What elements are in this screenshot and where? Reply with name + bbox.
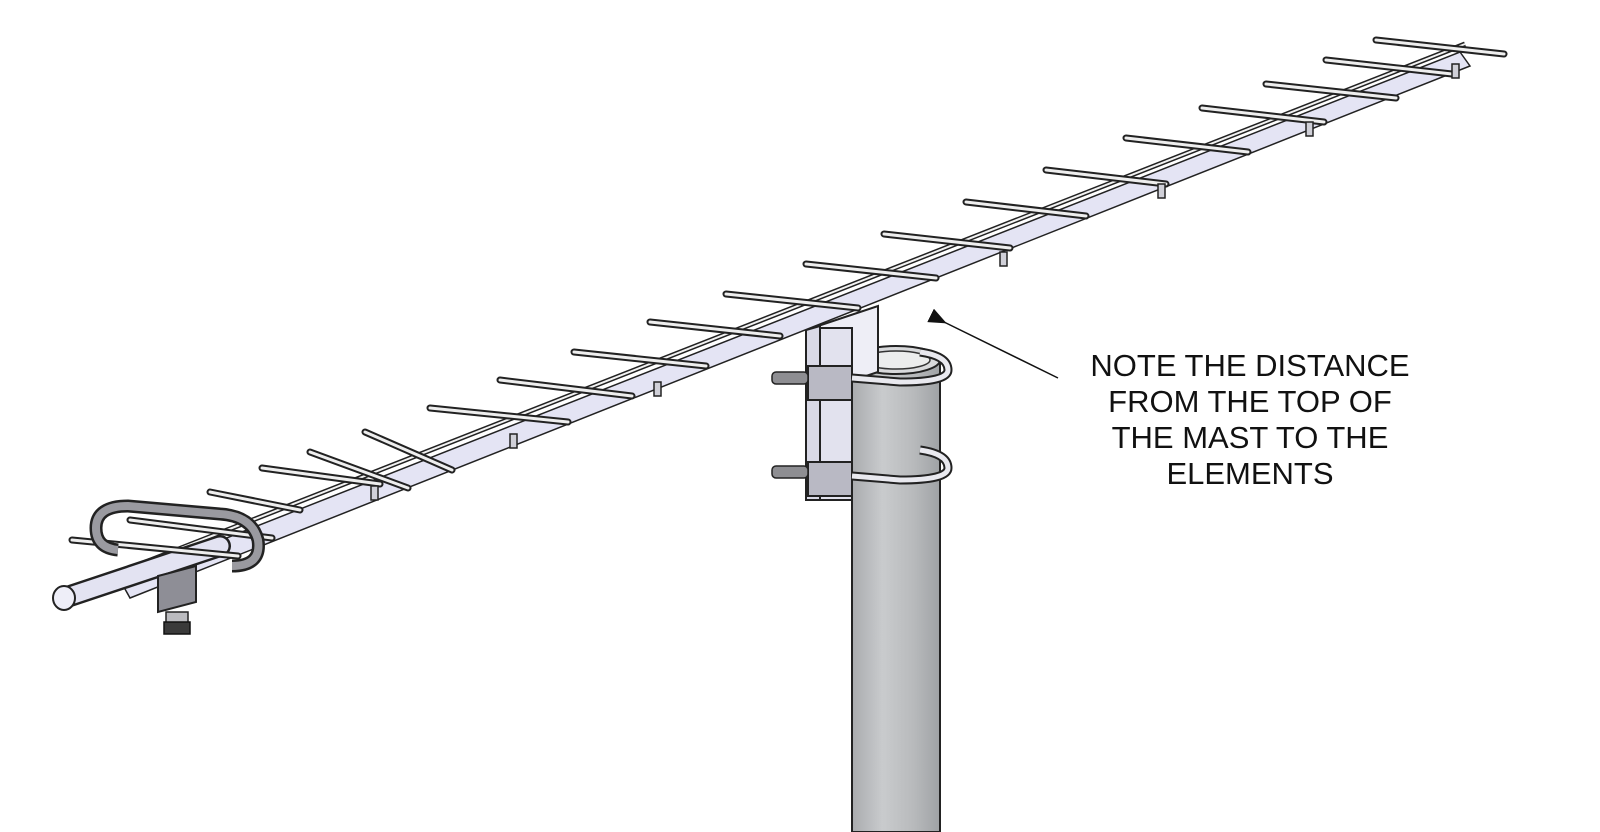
annotation-line-1: NOTE THE DISTANCE xyxy=(1090,348,1410,383)
annotation-line-3: THE MAST TO THE xyxy=(1111,420,1389,455)
director-elements xyxy=(68,36,1508,560)
antenna-boom xyxy=(52,41,1472,611)
annotation-line-4: ELEMENTS xyxy=(1166,456,1334,491)
annotation-note: NOTE THE DISTANCE FROM THE TOP OF THE MA… xyxy=(1060,348,1440,492)
mast-pole xyxy=(851,345,941,832)
annotation-arrow xyxy=(927,308,1059,379)
mast-clamp-bracket xyxy=(771,304,879,501)
annotation-line-2: FROM THE TOP OF xyxy=(1108,384,1392,419)
feed-connector xyxy=(157,564,197,635)
u-bolt-clamps xyxy=(851,347,953,485)
folded-dipole xyxy=(89,499,265,573)
